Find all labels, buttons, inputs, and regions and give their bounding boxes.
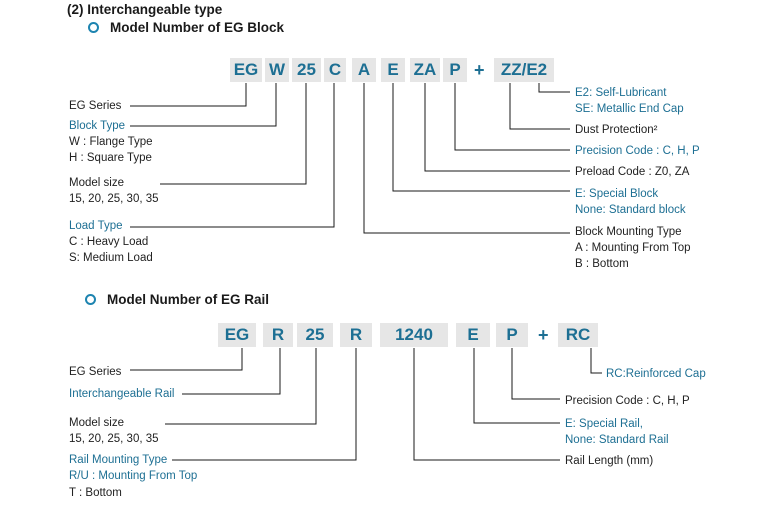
rail-code-size: 25 bbox=[297, 323, 333, 347]
rail-title: Model Number of EG Rail bbox=[107, 292, 270, 307]
rail-length-label: Rail Length (mm) bbox=[565, 455, 654, 467]
bullet-icon bbox=[88, 22, 99, 33]
rail-code-mount: R bbox=[340, 323, 372, 347]
section-heading: (2) Interchangeable type bbox=[67, 2, 223, 17]
block-model-size-label: Model size bbox=[69, 177, 124, 189]
block-line-type bbox=[130, 83, 277, 127]
block-title: Model Number of EG Block bbox=[110, 20, 285, 35]
block-precision-label: Precision Code : C, H, P bbox=[575, 145, 700, 157]
rail-model-size-label: Model size bbox=[69, 417, 124, 429]
block-line-e2 bbox=[538, 83, 570, 93]
rail-code-e: E bbox=[456, 323, 490, 347]
bullet-icon bbox=[85, 294, 96, 305]
block-none-standard-label: None: Standard block bbox=[575, 204, 686, 216]
block-code-size: 25 bbox=[292, 58, 321, 82]
rail-series-label: EG Series bbox=[69, 366, 122, 378]
block-code-mount: A bbox=[352, 58, 376, 82]
block-model-size-values: 15, 20, 25, 30, 35 bbox=[69, 193, 159, 205]
block-load-type-label: Load Type bbox=[69, 220, 123, 232]
rail-line-length bbox=[413, 348, 560, 461]
block-type-label: Block Type bbox=[69, 120, 126, 132]
rail-line-series bbox=[130, 348, 243, 371]
block-series-label: EG Series bbox=[69, 100, 122, 112]
block-code-dust: ZZ/E2 bbox=[494, 58, 554, 82]
rail-line-size bbox=[165, 348, 317, 425]
block-e-special-label: E: Special Block bbox=[575, 188, 659, 200]
rail-e-special-label: E: Special Rail, bbox=[565, 418, 643, 430]
block-code-eg: EG bbox=[230, 58, 262, 82]
block-code-precision: P bbox=[443, 58, 467, 82]
block-se-label: SE: Metallic End Cap bbox=[575, 103, 684, 115]
block-line-preload bbox=[424, 83, 570, 172]
block-dust-label: Dust Protection² bbox=[575, 124, 658, 136]
rail-rc-label: RC:Reinforced Cap bbox=[606, 368, 706, 380]
block-type-w: W : Flange Type bbox=[69, 136, 153, 148]
rail-line-rc bbox=[590, 348, 602, 374]
block-line-load bbox=[130, 83, 335, 228]
block-e2-label: E2: Self-Lubricant bbox=[575, 87, 667, 99]
rail-precision-label: Precision Code : C, H, P bbox=[565, 395, 690, 407]
rail-code-length: 1240 bbox=[380, 323, 448, 347]
rail-line-interchangeable bbox=[182, 348, 281, 395]
rail-code-r: R bbox=[263, 323, 293, 347]
rail-interchangeable-label: Interchangeable Rail bbox=[69, 388, 175, 400]
block-preload-label: Preload Code : Z0, ZA bbox=[575, 166, 690, 178]
rail-code-rc: RC bbox=[558, 323, 598, 347]
rail-mounting-ru: R/U : Mounting From Top bbox=[69, 470, 198, 482]
block-line-dust bbox=[509, 83, 570, 130]
block-code-preload: ZA bbox=[410, 58, 440, 82]
block-line-precision bbox=[454, 83, 570, 151]
block-line-e bbox=[392, 83, 570, 192]
rail-plus: + bbox=[538, 325, 549, 345]
rail-line-e bbox=[473, 348, 560, 424]
rail-code-eg: EG bbox=[218, 323, 256, 347]
block-line-size bbox=[160, 83, 307, 185]
block-plus: + bbox=[474, 60, 485, 80]
block-code-w: W bbox=[265, 58, 289, 82]
rail-code-precision: P bbox=[496, 323, 528, 347]
rail-none-standard-label: None: Standard Rail bbox=[565, 434, 669, 446]
block-load-s: S: Medium Load bbox=[69, 252, 153, 264]
block-mounting-a: A : Mounting From Top bbox=[575, 242, 691, 254]
rail-mounting-t: T : Bottom bbox=[69, 487, 122, 499]
block-mounting-b: B : Bottom bbox=[575, 258, 629, 270]
block-mounting-label: Block Mounting Type bbox=[575, 226, 682, 238]
rail-line-mounting bbox=[172, 348, 357, 461]
block-code-e: E bbox=[381, 58, 405, 82]
rail-model-size-values: 15, 20, 25, 30, 35 bbox=[69, 433, 159, 445]
rail-mounting-label: Rail Mounting Type bbox=[69, 454, 168, 466]
block-code-load: C bbox=[324, 58, 346, 82]
block-line-series bbox=[130, 83, 247, 107]
rail-line-precision bbox=[511, 348, 560, 400]
block-load-c: C : Heavy Load bbox=[69, 236, 149, 248]
block-type-h: H : Square Type bbox=[69, 152, 152, 164]
block-line-mount bbox=[363, 83, 570, 234]
